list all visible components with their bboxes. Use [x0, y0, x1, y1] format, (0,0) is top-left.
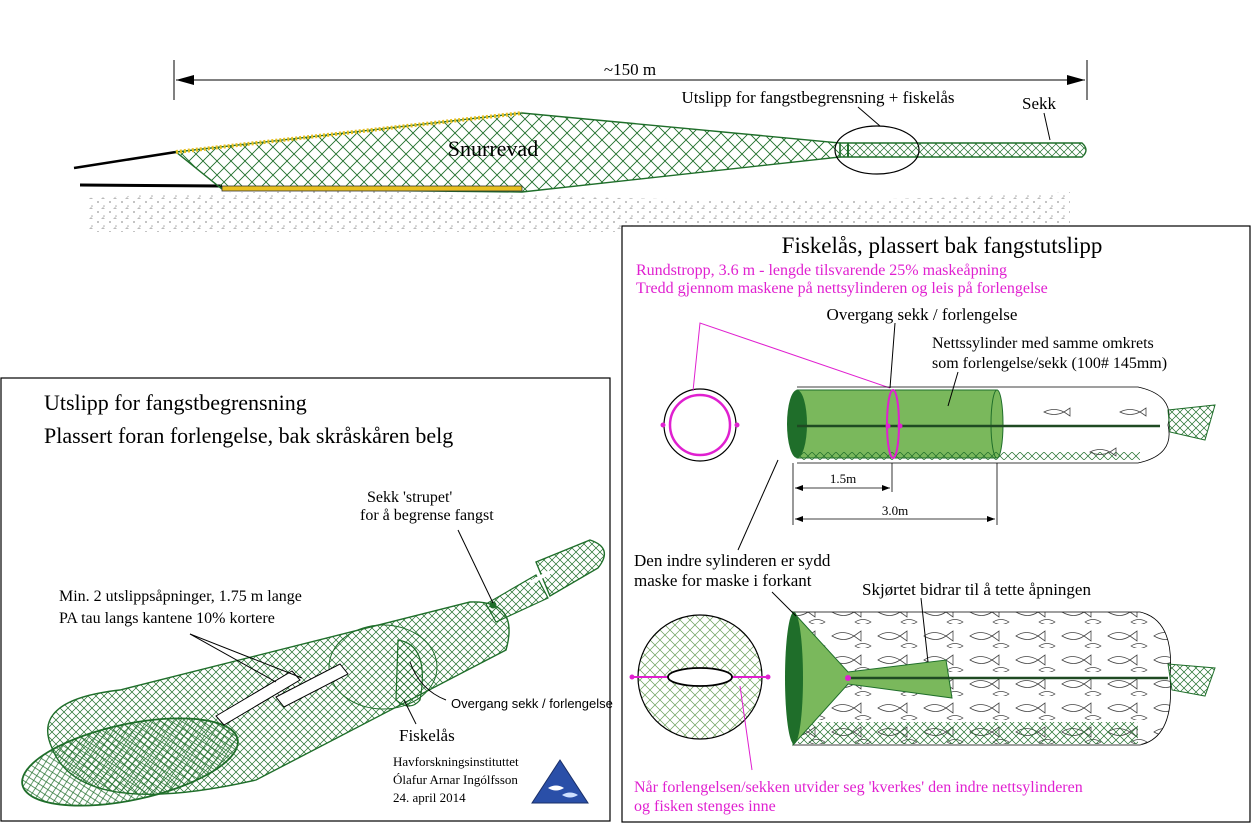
seabed [88, 191, 1070, 232]
inner-note-1: Den indre sylinderen er sydd [634, 551, 831, 570]
strap-point-a [885, 423, 891, 429]
fish-icon-3 [1089, 447, 1117, 457]
fishlock-note: Fiskelås [399, 726, 455, 745]
closed-opening [667, 667, 733, 687]
inner-note-leader [737, 459, 779, 551]
inner-note-2: maske for maske i forkant [634, 571, 812, 590]
strap-leader [692, 322, 891, 392]
cylinder-front-ring [787, 390, 807, 458]
cylinder-note-2: som forlengelse/sekk (100# 145mm) [932, 355, 1167, 372]
bottom-note-leader [739, 685, 753, 771]
cylinder-bottom-mesh [800, 452, 1140, 460]
transition-note-right: Overgang sekk / forlengelse [827, 305, 1018, 324]
release-highlight-ellipse [834, 125, 920, 175]
skirt-note: Skjørtet bidrar til å tette åpningen [862, 580, 1091, 599]
credit-author: Ólafur Arnar Ingólfsson [393, 772, 518, 787]
fish-icon-1 [1043, 407, 1071, 417]
strap-dot-left [660, 422, 666, 428]
closed-dot-left [629, 674, 635, 680]
pink-note-1: Rundstropp, 3.6 m - lengde tilsvarende 2… [636, 262, 1007, 279]
skirt-leader [920, 597, 929, 663]
sack-break [529, 570, 551, 585]
sack-label: Sekk [1022, 94, 1057, 113]
openings-leader-1 [189, 633, 277, 683]
sack-note-1: Sekk 'strupet' [367, 489, 452, 506]
sack-tail-lower [1167, 663, 1216, 697]
strangle-point [489, 601, 497, 609]
left-title-1: Utslipp for fangstbegrensning [44, 390, 307, 415]
bottom-note-1: Når forlengelsen/sekken utvider seg 'kve… [634, 779, 1083, 796]
strap-dot-right [734, 422, 740, 428]
sack-outline [797, 386, 1170, 464]
left-panel: Utslipp for fangstbegrensning Plassert f… [0, 377, 613, 822]
closed-dot-right [765, 674, 771, 680]
cylinder-back-ring [990, 389, 1004, 459]
transition-leader [409, 661, 447, 701]
sack-note-2: for å begrense fangst [360, 507, 494, 524]
sack-extension [839, 142, 1087, 158]
openings-note-2: PA tau langs kantene 10% kortere [59, 610, 275, 627]
transition-leader-right [889, 322, 896, 389]
cylinder-note-1: Nettssylinder med samme omkrets [932, 335, 1154, 352]
funnel-mouth [21, 717, 239, 807]
round-strap-ring [668, 393, 732, 457]
transition-note: Overgang sekk / forlengelse [451, 696, 613, 711]
dim-label-2: 3.0m [882, 503, 908, 518]
lower-sack-mesh [798, 722, 1138, 744]
openings-note-1: Min. 2 utslippsåpninger, 1.75 m lange [59, 588, 302, 605]
dimension-arrow-left [176, 75, 194, 85]
sack-tail-upper [1167, 404, 1216, 441]
credit-date: 24. april 2014 [393, 790, 466, 805]
dimension-label: ~150 m [604, 60, 656, 79]
warp-rope-upper [73, 150, 177, 170]
release-opening-1 [215, 670, 301, 726]
pink-note-2: Tredd gjennom maskene på nettsylinderen … [636, 280, 1048, 297]
overview-section: ~150 m Snurrevad Utslipp for fangstbegre… [73, 60, 1088, 232]
cross-section-circle [663, 388, 737, 462]
fish-icon-2 [1119, 407, 1147, 417]
release-label: Utslipp for fangstbegrensning + fiskelås [681, 88, 954, 107]
sack-tube [535, 539, 606, 598]
fishlock-leader [403, 699, 417, 725]
inner-pointer [771, 591, 797, 617]
bottom-note-2: og fisken stenges inne [634, 798, 776, 815]
openings-leader-2 [189, 633, 303, 679]
release-opening-2 [275, 663, 349, 708]
right-title: Fiskelås, plassert bak fangstutslipp [782, 233, 1103, 258]
release-leader [857, 106, 881, 127]
warp-rope-lower [79, 183, 223, 188]
sack-neck [485, 574, 549, 623]
sack-leader [1043, 112, 1051, 141]
seine-label: Snurrevad [448, 136, 538, 161]
left-title-2: Plassert foran forlengelse, bak skråskår… [44, 423, 453, 448]
cylinder-note-leader [947, 371, 959, 407]
dim-label-1: 1.5m [830, 471, 856, 486]
transition-ring [328, 624, 438, 710]
sack-note-leader [457, 529, 494, 604]
credit-institute: Havforskningsinstituttet [393, 754, 519, 769]
funnel-front-ring [785, 612, 803, 744]
right-panel: Fiskelås, plassert bak fangstutslipp Run… [621, 225, 1251, 823]
strap-point-b [897, 423, 903, 429]
lower-strap-point [845, 675, 851, 681]
dimension-arrow-right [1067, 75, 1085, 85]
ground-rope [221, 185, 523, 192]
fishlock-section [395, 639, 423, 707]
institute-logo [531, 759, 589, 804]
